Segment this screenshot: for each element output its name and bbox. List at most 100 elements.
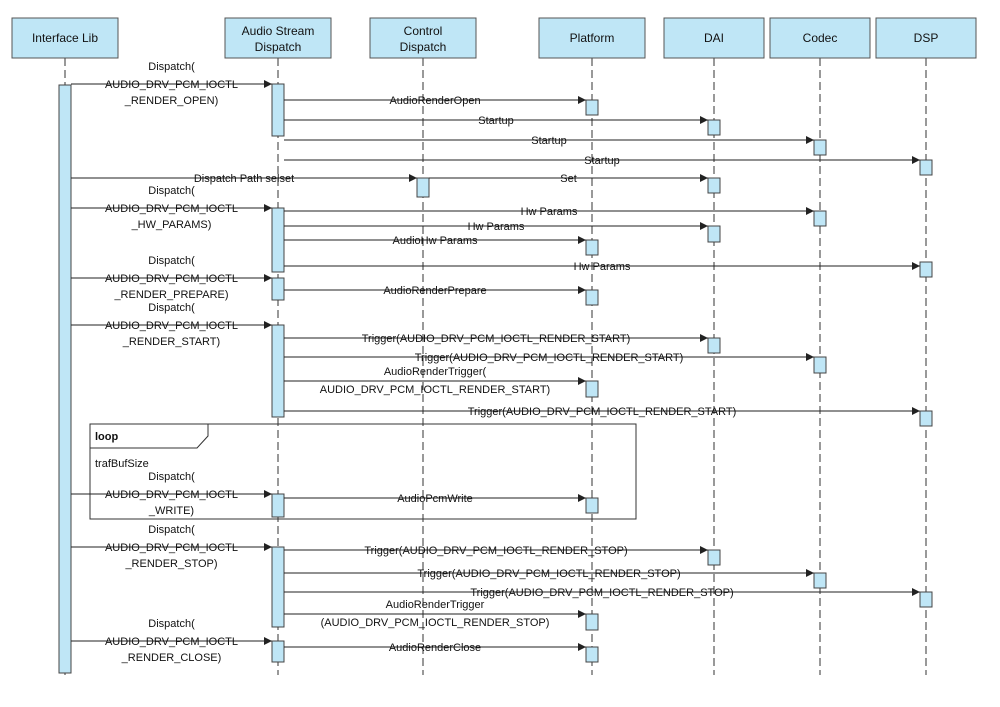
message-stream-to-codec: Startup [284, 135, 814, 147]
message-label: AUDIO_DRV_PCM_IOCTL [105, 79, 238, 91]
platform-activation [585, 613, 599, 631]
message-stream-to-codec: Trigger(AUDIO_DRV_PCM_IOCTL_RENDER_START… [284, 352, 814, 364]
message-label: Hw Params [574, 261, 631, 273]
participant-label: Audio Stream [242, 24, 315, 38]
platform-activation [585, 289, 599, 306]
participant-dai[interactable]: DAI [663, 17, 765, 59]
message-stream-to-codec: Trigger(AUDIO_DRV_PCM_IOCTL_RENDER_STOP) [284, 568, 814, 580]
message-stream-to-platform: AudioRenderTrigger(AUDIO_DRV_PCM_IOCTL_R… [284, 366, 586, 396]
message-interface-to-stream: Dispatch( AUDIO_DRV_PCM_IOCTL _RENDER_CLOS… [71, 618, 272, 664]
stream-activation [271, 640, 285, 663]
messages: Dispatch( AUDIO_DRV_PCM_IOCTL _RENDER_OPEN… [71, 61, 920, 664]
participant-label: Interface Lib [32, 31, 98, 45]
participant-interface[interactable]: Interface Lib [11, 17, 119, 59]
message-label: AUDIO_DRV_PCM_IOCTL [105, 273, 238, 285]
platform-activation [585, 99, 599, 116]
stream-activation [271, 207, 285, 273]
message-interface-to-stream: Dispatch( AUDIO_DRV_PCM_IOCTL _HW_PARAMS) [71, 185, 272, 231]
dai-activation [707, 337, 721, 354]
loop-condition: trafBufSize [95, 458, 149, 470]
message-stream-to-platform: AudioPcmWrite [284, 493, 586, 505]
interface-activation [58, 84, 72, 674]
message-interface-to-stream: Dispatch( AUDIO_DRV_PCM_IOCTL _RENDER_PREP… [71, 255, 272, 301]
participant-dsp[interactable]: DSP [875, 17, 977, 59]
participant-box [538, 17, 646, 59]
dsp-activation [919, 261, 933, 278]
participant-box [875, 17, 977, 59]
participant-codec[interactable]: Codec [769, 17, 871, 59]
participant-platform[interactable]: Platform [538, 17, 646, 59]
message-label: _RENDER_PREPARE) [113, 289, 228, 301]
message-label: AUDIO_DRV_PCM_IOCTL [105, 203, 238, 215]
message-label: Startup [478, 115, 513, 127]
message-stream-to-platform: AudioHw Params [284, 235, 586, 247]
control-activation [416, 177, 430, 198]
message-stream-to-dsp: Trigger(AUDIO_DRV_PCM_IOCTL_RENDER_START… [284, 406, 920, 418]
message-label: Dispatch Path selset [194, 173, 294, 185]
participant-label: Dispatch [255, 40, 302, 54]
message-label: AudioPcmWrite [397, 493, 473, 505]
participant-label: Dispatch [400, 40, 447, 54]
stream-activation [271, 546, 285, 628]
dsp-activation [919, 410, 933, 427]
loop-frame-border [89, 423, 637, 520]
platform-activation [585, 497, 599, 514]
message-label: AudioRenderPrepare [383, 285, 486, 297]
platform-activation [585, 239, 599, 256]
message-stream-to-platform: AudioRenderClose [284, 642, 586, 654]
message-stream-to-dai: Hw Params [284, 221, 708, 233]
message-label: Startup [531, 135, 566, 147]
message-label: AudioRenderClose [389, 642, 481, 654]
message-label: Hw Params [521, 206, 578, 218]
message-label: Dispatch( [148, 618, 195, 630]
message-label: Trigger(AUDIO_DRV_PCM_IOCTL_RENDER_STOP) [364, 545, 627, 557]
message-label: Dispatch( [148, 471, 195, 483]
message-label: _RENDER_OPEN) [124, 95, 219, 107]
participant-box [369, 17, 477, 59]
message-label: _WRITE) [148, 505, 194, 517]
platform-activation [585, 646, 599, 663]
message-label: Dispatch( [148, 61, 195, 73]
message-stream-to-dai: Startup [284, 115, 708, 127]
participant-label: DAI [704, 31, 724, 45]
participant-label: Codec [803, 31, 838, 45]
message-label: AUDIO_DRV_PCM_IOCTL [105, 636, 238, 648]
message-label: Dispatch( [148, 524, 195, 536]
codec-activation [813, 356, 827, 374]
message-label: (AUDIO_DRV_PCM_IOCTL_RENDER_STOP) [321, 617, 550, 629]
message-label: Hw Params [468, 221, 525, 233]
platform-activation [585, 380, 599, 398]
participant-label: Control [404, 24, 443, 38]
message-stream-to-dai: Trigger(AUDIO_DRV_PCM_IOCTL_RENDER_STOP) [284, 545, 708, 557]
message-label: _RENDER_CLOSE) [121, 652, 222, 664]
message-interface-to-stream: Dispatch(AUDIO_DRV_PCM_IOCTL_WRITE) [71, 471, 272, 517]
message-stream-to-platform: AudioRenderTrigger(AUDIO_DRV_PCM_IOCTL_R… [284, 599, 586, 629]
message-label: Startup [584, 155, 619, 167]
stream-activation [271, 324, 285, 418]
message-label: Dispatch( [148, 185, 195, 197]
message-control-to-dai: Set [429, 173, 708, 185]
dai-activation [707, 177, 721, 194]
message-interface-to-stream: Dispatch( AUDIO_DRV_PCM_IOCTL _RENDER_OPEN… [71, 61, 272, 107]
dsp-activation [919, 591, 933, 608]
message-interface-to-stream: Dispatch(AUDIO_DRV_PCM_IOCTL_RENDER_STOP… [71, 524, 272, 570]
message-label: Trigger(AUDIO_DRV_PCM_IOCTL_RENDER_START… [415, 352, 684, 364]
message-label: _HW_PARAMS) [131, 219, 212, 231]
message-label: AudioRenderTrigger( [384, 366, 487, 378]
message-label: Dispatch( [148, 255, 195, 267]
codec-activation [813, 210, 827, 227]
participant-label: Platform [570, 31, 615, 45]
participant-box [224, 17, 332, 59]
message-stream-to-dsp: Startup [284, 155, 920, 167]
message-interface-to-control: Dispatch Path selset [71, 173, 417, 185]
participant-box [769, 17, 871, 59]
message-label: Trigger(AUDIO_DRV_PCM_IOCTL_RENDER_START… [362, 333, 631, 345]
lifelines [64, 58, 927, 675]
message-label: Trigger(AUDIO_DRV_PCM_IOCTL_RENDER_STOP) [417, 568, 680, 580]
message-label: AUDIO_DRV_PCM_IOCTL [105, 542, 238, 554]
